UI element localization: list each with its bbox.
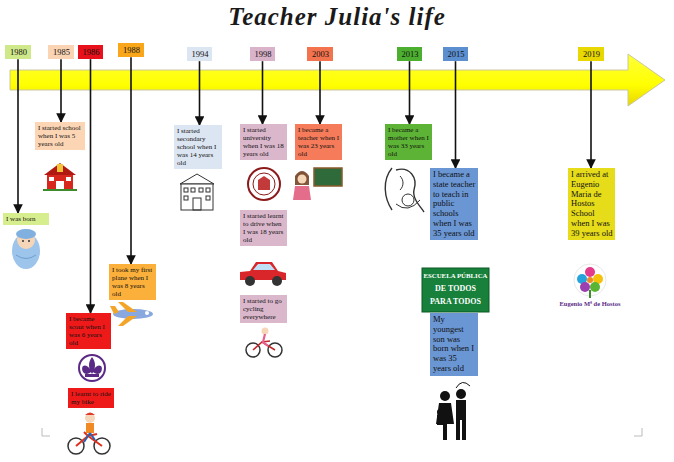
event-box: I arrived at Eugenio Maria de Hostos Sch…: [568, 168, 615, 240]
year-box: 1980: [5, 45, 31, 59]
timeline-connector: [130, 57, 132, 264]
event-box: I started secondary school when I was 14…: [174, 125, 222, 169]
timeline-connector: [409, 61, 411, 124]
event-text: I started university when I was 18 years…: [243, 126, 285, 158]
year-box: 2019: [578, 47, 604, 61]
year-label: 1994: [190, 49, 210, 59]
timeline-connector: [590, 61, 592, 168]
family-silhouette: [436, 382, 470, 440]
event-box: I became a state teacher to teach in pub…: [430, 168, 478, 240]
event-text: I was born: [6, 215, 47, 223]
timeline-arrow: [10, 54, 665, 106]
bicycle-icon: [246, 328, 282, 358]
boy-on-bike-icon: [68, 413, 110, 455]
event-text: My youngest son was born when I was 35 y…: [433, 315, 476, 374]
event-box: I became a mother when I was 33 years ol…: [385, 124, 432, 160]
public-school-sign: [422, 268, 489, 312]
baby-icon: [12, 229, 40, 269]
diagram-title: Teacher Julia's life: [0, 3, 674, 31]
year-box: 1998: [250, 47, 275, 61]
timeline-connector: [90, 59, 92, 313]
logo-text: Eugenio Mª de Hostos: [556, 300, 624, 307]
timeline-connector: [60, 59, 62, 122]
year-box: 2013: [397, 47, 422, 61]
year-box: 1986: [78, 45, 103, 59]
year-box: 1994: [187, 47, 212, 61]
event-box: I learnt to ride my bike: [68, 388, 114, 408]
year-box: 2015: [443, 47, 468, 61]
event-text: I arrived at Eugenio Maria de Hostos Sch…: [571, 170, 613, 238]
event-text: I started school when I was 5 years old: [38, 124, 83, 148]
event-text: I started secondary school when I was 14…: [177, 127, 220, 167]
year-label: 1986: [81, 47, 101, 57]
sign-text: DE TODOS: [422, 284, 489, 293]
crop-mark: [634, 428, 642, 436]
event-box: I started to go cycling everywhere: [240, 295, 287, 323]
year-label: 2019: [581, 49, 602, 59]
year-box: 1985: [48, 45, 74, 59]
year-label: 1980: [8, 47, 29, 57]
timeline-connector: [455, 61, 457, 168]
event-box: I was born: [3, 213, 49, 225]
event-text: I learnt to ride my bike: [71, 390, 112, 406]
sign-text: PARA TODOS: [422, 297, 489, 306]
event-box: I became scout when I was 6 years old: [66, 313, 111, 349]
event-text: I became scout when I was 6 years old: [69, 315, 109, 347]
crop-mark: [42, 428, 50, 436]
event-box: I started university when I was 18 years…: [240, 124, 287, 160]
timeline-connector: [17, 59, 19, 213]
year-label: 1998: [253, 49, 273, 59]
event-text: I became a mother when I was 33 years ol…: [388, 126, 430, 158]
event-box: I became a teacher when I was 23 years o…: [295, 124, 342, 160]
year-label: 2003: [310, 49, 331, 59]
year-box: 1988: [118, 43, 144, 57]
event-box: I took my first plane when I was 8 years…: [109, 264, 156, 300]
event-text: I took my first plane when I was 8 years…: [112, 266, 154, 298]
scout-emblem: [79, 355, 105, 381]
school-logo: [574, 264, 606, 298]
event-text: I became a teacher when I was 23 years o…: [298, 126, 340, 158]
event-text: I started to go cycling everywhere: [243, 297, 285, 321]
timeline-connector: [319, 61, 321, 124]
event-text: I started learnt to drive when I was 18 …: [243, 212, 285, 244]
year-label: 1988: [121, 45, 142, 55]
event-text: I became a state teacher to teach in pub…: [433, 170, 476, 238]
event-box: My youngest son was born when I was 35 y…: [430, 313, 478, 376]
year-label: 1985: [51, 47, 72, 57]
sign-text: ESCUELA PÚBLICA: [422, 272, 489, 279]
school-house-icon: [43, 163, 77, 191]
year-label: 2013: [400, 49, 420, 59]
plane-icon: [110, 302, 153, 326]
event-box: I started learnt to drive when I was 18 …: [240, 210, 287, 246]
year-box: 2003: [307, 47, 333, 61]
university-seal: [248, 168, 280, 200]
timeline-connector: [262, 61, 264, 124]
mother-baby-icon: [385, 168, 424, 212]
year-label: 2015: [446, 49, 466, 59]
event-box: I started school when I was 5 years old: [35, 122, 85, 150]
teacher-icon: [293, 168, 342, 200]
timeline-connector: [199, 61, 201, 125]
school-building-icon: [180, 174, 214, 210]
car-icon: [240, 262, 286, 286]
